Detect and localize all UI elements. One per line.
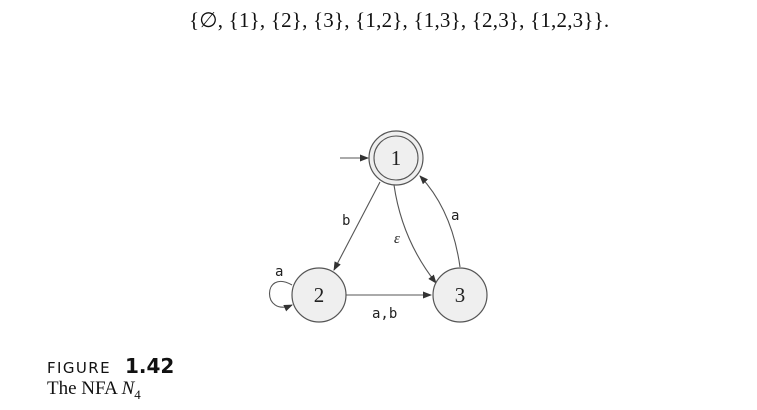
- figure-number: 1.42: [124, 354, 175, 378]
- accept-ring: [373, 135, 419, 181]
- edge-label-2-2: a: [275, 264, 283, 280]
- edge-label-1-2: b: [342, 213, 350, 229]
- caption-text: The NFA: [47, 378, 122, 399]
- edge-label-3-1: a: [451, 208, 459, 224]
- state-1: 1: [368, 130, 424, 186]
- state-2: 2: [291, 267, 347, 323]
- caption-subscript: 4: [134, 386, 141, 402]
- set-expression: {∅, {1}, {2}, {3}, {1,2}, {1,3}, {2,3}, …: [189, 8, 610, 32]
- caption-symbol: N: [121, 378, 135, 399]
- figure-caption: The NFA N4: [47, 378, 141, 403]
- state-3-label: 3: [455, 283, 466, 307]
- edge-1-to-2: [333, 181, 381, 271]
- self-loop-2: [269, 281, 293, 312]
- figure-label: FIGURE 1.42: [47, 354, 174, 378]
- figure-word: FIGURE: [47, 359, 111, 377]
- edge-3-to-1: [419, 175, 461, 268]
- state-2-label: 2: [314, 283, 325, 307]
- edge-label-1-3: ε: [394, 231, 400, 247]
- edge-1-to-3: [393, 184, 437, 284]
- edge-label-2-3: a,b: [372, 306, 397, 322]
- state-3: 3: [432, 267, 488, 323]
- state-1-label: 1: [391, 146, 402, 170]
